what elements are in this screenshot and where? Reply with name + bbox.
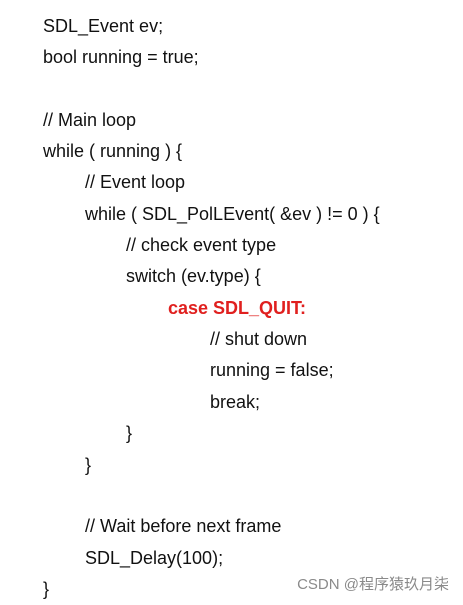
- code-comment: // check event type: [126, 235, 277, 255]
- code-line: SDL_Delay(100);: [85, 548, 224, 568]
- code-comment: // shut down: [210, 329, 308, 349]
- code-line: bool running = true;: [43, 47, 199, 67]
- code-line: break;: [210, 392, 261, 412]
- code-line: while ( running ) {: [43, 141, 183, 161]
- code-line: SDL_Event ev;: [43, 16, 164, 36]
- code-comment: // Event loop: [85, 172, 186, 192]
- code-comment: // Main loop: [43, 110, 137, 130]
- code-line: while ( SDL_PolLEvent( &ev ) != 0 ) {: [85, 204, 380, 224]
- code-line: switch (ev.type) {: [126, 266, 261, 286]
- code-line: running = false;: [210, 360, 334, 380]
- closing-brace: }: [126, 423, 133, 443]
- code-comment: // Wait before next frame: [85, 516, 282, 536]
- closing-brace: }: [85, 455, 92, 475]
- highlighted-case-line: case SDL_QUIT:: [168, 298, 307, 318]
- closing-brace: }: [43, 579, 50, 599]
- csdn-watermark: CSDN @程序猿玖月柒: [297, 576, 449, 593]
